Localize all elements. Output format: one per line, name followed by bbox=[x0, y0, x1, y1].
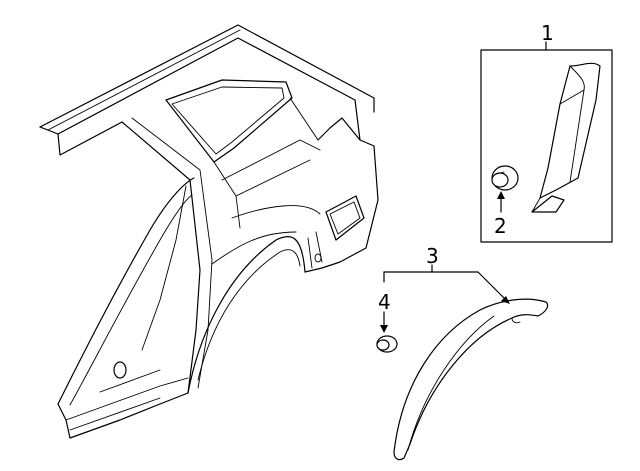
callout-1: 1 bbox=[541, 21, 554, 45]
clip-4-icon bbox=[376, 311, 398, 353]
callout-3-leader bbox=[383, 264, 510, 304]
callout-4: 4 bbox=[378, 290, 391, 314]
callout-3: 3 bbox=[426, 244, 439, 268]
part-1-box bbox=[480, 41, 613, 243]
wheel-molding bbox=[393, 298, 549, 461]
clip-icon bbox=[491, 165, 519, 191]
quarter-panel bbox=[39, 24, 379, 439]
callout-2: 2 bbox=[494, 214, 507, 238]
